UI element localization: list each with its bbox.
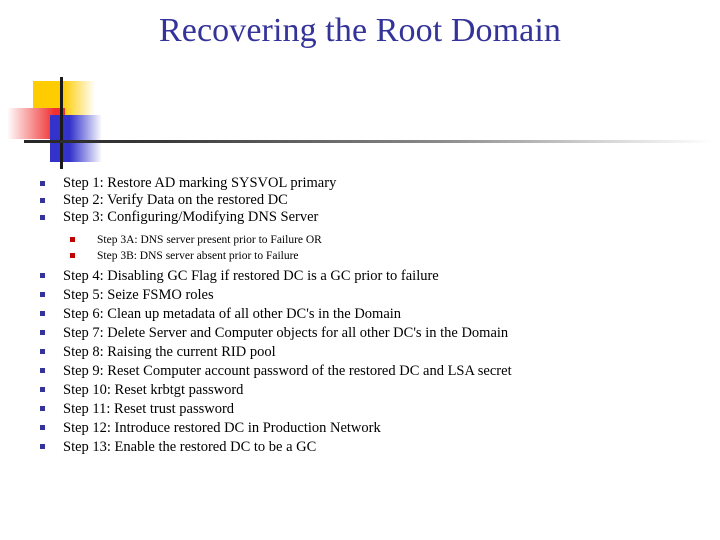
list-item-label: Step 9: Reset Computer account password …	[63, 363, 512, 379]
list-item-label: Step 11: Reset trust password	[63, 401, 235, 417]
bullet-square-icon	[40, 387, 45, 392]
list-item: Step 7: Delete Server and Computer objec…	[0, 323, 720, 342]
list-item: Step 4: Disabling GC Flag if restored DC…	[0, 266, 720, 285]
list-item-label: Step 1: Restore AD marking SYSVOL primar…	[63, 175, 337, 191]
list-item: Step 12: Introduce restored DC in Produc…	[0, 418, 720, 437]
sub-list-item-label: Step 3A: DNS server present prior to Fai…	[97, 234, 322, 246]
list-item: Step 9: Reset Computer account password …	[0, 361, 720, 380]
decorative-logo-block	[0, 60, 720, 175]
bullet-group-sub: Step 3A: DNS server present prior to Fai…	[0, 231, 720, 263]
bullet-square-icon	[40, 311, 45, 316]
list-item: Step 13: Enable the restored DC to be a …	[0, 437, 720, 456]
list-item: Step 8: Raising the current RID pool	[0, 342, 720, 361]
bullet-square-icon	[40, 368, 45, 373]
slide-title: Recovering the Root Domain	[158, 12, 562, 49]
list-item: Step 1: Restore AD marking SYSVOL primar…	[0, 174, 720, 191]
list-item-label: Step 4: Disabling GC Flag if restored DC…	[63, 268, 439, 284]
list-item-label: Step 8: Raising the current RID pool	[63, 344, 276, 360]
list-item-label: Step 12: Introduce restored DC in Produc…	[63, 420, 381, 436]
sub-bullet-square-icon	[70, 237, 75, 242]
horizontal-rule-icon	[24, 140, 714, 143]
list-item: Step 10: Reset krbtgt password	[0, 380, 720, 399]
bullet-square-icon	[40, 292, 45, 297]
list-item: Step 3: Configuring/Modifying DNS Server	[0, 208, 720, 225]
list-item: Step 6: Clean up metadata of all other D…	[0, 304, 720, 323]
sub-list-item: Step 3B: DNS server absent prior to Fail…	[0, 247, 720, 263]
list-item-label: Step 3: Configuring/Modifying DNS Server	[63, 209, 319, 225]
sub-list-item: Step 3A: DNS server present prior to Fai…	[0, 231, 720, 247]
bullet-square-icon	[40, 444, 45, 449]
vertical-rule-icon	[60, 77, 63, 169]
blue-square-icon	[50, 115, 102, 162]
list-item-label: Step 10: Reset krbtgt password	[63, 382, 244, 398]
list-item: Step 11: Reset trust password	[0, 399, 720, 418]
bullet-square-icon	[40, 215, 45, 220]
list-item-label: Step 7: Delete Server and Computer objec…	[63, 325, 509, 341]
list-item-label: Step 5: Seize FSMO roles	[63, 287, 214, 303]
sub-bullet-square-icon	[70, 253, 75, 258]
bullet-square-icon	[40, 330, 45, 335]
list-item-label: Step 6: Clean up metadata of all other D…	[63, 306, 402, 322]
bullet-square-icon	[40, 181, 45, 186]
list-item-label: Step 13: Enable the restored DC to be a …	[63, 439, 317, 455]
bullet-group-top: Step 1: Restore AD marking SYSVOL primar…	[0, 174, 720, 225]
list-item: Step 5: Seize FSMO roles	[0, 285, 720, 304]
list-item-label: Step 2: Verify Data on the restored DC	[63, 192, 288, 208]
list-item: Step 2: Verify Data on the restored DC	[0, 191, 720, 208]
bullet-square-icon	[40, 425, 45, 430]
bullet-square-icon	[40, 198, 45, 203]
slide-body: Step 1: Restore AD marking SYSVOL primar…	[0, 174, 720, 456]
bullet-square-icon	[40, 273, 45, 278]
bullet-square-icon	[40, 406, 45, 411]
bullet-square-icon	[40, 349, 45, 354]
sub-list-item-label: Step 3B: DNS server absent prior to Fail…	[97, 250, 299, 262]
bullet-group-bottom: Step 4: Disabling GC Flag if restored DC…	[0, 266, 720, 456]
